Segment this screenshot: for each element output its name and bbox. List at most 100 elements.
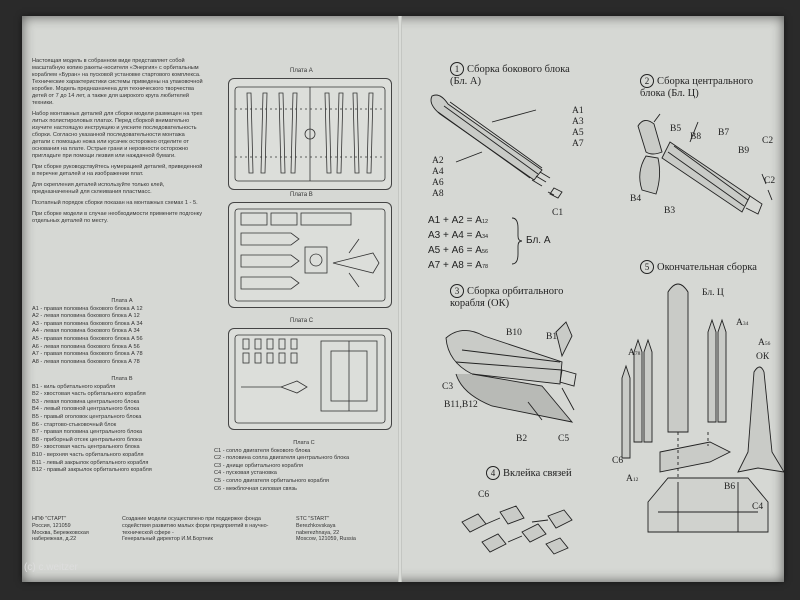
part-label-b4: В4 [630,194,642,204]
footer-line: Москва, Бережковская [32,529,89,536]
part-label: А4 [432,167,444,177]
list-item: С4 - пусковая установка [214,470,277,477]
list-item: А7 - правая половина бокового блока А 78 [32,351,143,358]
part-label-b5: В5 [670,124,682,134]
plate-a-drawing [228,78,392,190]
part-label: А6 [432,178,444,188]
list-item: А4 - левая половина бокового блока А 34 [32,328,140,335]
list-item: С6 - межблочная силовая связь [214,485,297,492]
intro-paragraph: Поэтапный порядок сборки показан на монт… [32,200,198,206]
step-2-text: Сборка центрального блока (Бл. Ц) [640,76,754,99]
step-2-number: 2 [640,74,654,88]
part-label: А5 [572,128,584,138]
part-label-b11-b12: В11,В12 [444,400,478,410]
final-assembly-icon [621,283,785,533]
part-label-a56: А56 [758,338,771,348]
step-4-text: Вклейка связей [503,468,572,479]
parts-list-a: Плата А А1 - правая половина бокового бл… [32,298,212,366]
list-item: С1 - сопло двигателя бокового блока [214,447,311,454]
list-item: С2 - половина сопла двигателя центрально… [214,455,350,462]
part-label-b6: В6 [724,482,736,492]
step-1-left-labels: А2 А4 А6 А8 [432,156,444,200]
part-label: А1 [572,106,584,116]
parts-list-c: Плата С С1 - сопло двигателя бокового бл… [214,440,394,493]
footer-line: Создание модели осуществлено при поддерж… [122,516,269,536]
part-label-c6: С6 [478,490,490,500]
formula-line: А1 + А2 = А12 [428,215,489,226]
footer-line: naberezhnaya, 22 [296,529,340,536]
list-item: В1 - киль орбитального корабля [32,383,116,390]
instruction-sheet: Настоящая модель в собранном виде предст… [22,16,785,582]
footer-line: НПФ "СТАРТ" [32,516,67,522]
list-item: С3 - днище орбитального корабля [214,462,304,469]
part-label: А3 [572,117,584,127]
part-label-b7: В7 [718,128,730,138]
part-label-c4: С4 [752,502,764,512]
list-item: В4 - левый головной центрального блока [32,406,140,413]
orbiter-assembly-icon [445,321,577,423]
formula-line: А5 + А6 = А56 [428,245,489,256]
part-label-b2: В2 [516,434,528,444]
parts-list-a-header: Плата А [111,298,133,304]
footer-address-ru: НПФ "СТАРТ" Россия, 121059 Москва, Береж… [32,516,112,543]
assembly-formula: А1 + А2 = А12 А3 + А4 = А34 А5 + А6 = А5… [428,214,488,274]
part-label-b9: В9 [738,146,750,156]
part-label-a78: А78 [628,348,641,358]
list-item: В9 - хвостовая часть центрального блока [32,444,140,451]
plate-b-sprue-icon [234,208,386,302]
list-item: В8 - приборный отсек центрального блока [32,436,142,443]
part-label-c5: С5 [558,434,570,444]
list-item: А5 - правая половина бокового блока А 56 [32,335,143,342]
list-item: В12 - правый закрылок орбитального кораб… [32,467,152,474]
part-label: А2 [432,156,444,166]
side-block-assembly-icon [430,94,563,199]
step-4-number: 4 [486,466,500,480]
step-3-text: Сборка орбитального корабля (ОК) [450,286,564,309]
intro-paragraph: Набор монтажных деталей для сборки модел… [32,111,203,159]
part-label-ok: ОК [756,352,770,362]
list-item: А8 - левая половина бокового блока А 78 [32,358,140,365]
part-label-c1: С1 [552,208,564,218]
footer-line: Генеральный директор И.М.Бортник [122,536,213,543]
step-1-number: 1 [450,62,464,76]
plate-c-sprue-icon [234,334,386,424]
step-1-right-labels: А1 А3 А5 А7 [572,106,584,150]
part-label-c2: С2 [762,136,774,146]
list-item: А3 - правая половина бокового блока А 34 [32,320,143,327]
parts-list-b-header: Плата В [111,376,133,382]
step-3-number: 3 [450,284,464,298]
part-label: А7 [572,139,584,149]
watermark: (c) c.weitzer [24,562,78,573]
step-5-number: 5 [640,260,654,274]
footer-line: STC "START" [296,516,330,522]
part-label-central-block: Бл. Ц [702,288,724,298]
list-item: В6 - стартово-стыковочный блок [32,421,117,428]
part-label-b10: В10 [506,328,522,338]
intro-paragraph: Для скрепления деталей используйте тольк… [32,182,165,195]
step-1-text: Сборка бокового блока (Бл. А) [450,64,570,87]
list-item: В11 - левый закрылок орбитального корабл… [32,459,149,466]
part-label-a12: А12 [626,474,639,484]
footer-credits: Создание модели осуществлено при поддерж… [122,516,282,543]
list-item: А2 - левая половина бокового блока А 12 [32,313,140,320]
connectors-assembly-icon [461,505,573,555]
part-label-b3: В3 [664,206,676,216]
intro-paragraph: При сборке модели в случае необходимости… [32,211,202,224]
intro-text: Настоящая модель в собранном виде предст… [32,58,204,229]
formula-line: А7 + А8 = А78 [428,260,489,271]
list-item: А6 - левая половина бокового блока А 56 [32,343,140,350]
left-page: Настоящая модель в собранном виде предст… [22,16,398,582]
footer-line: Moscow, 121059, Russia [296,536,356,543]
part-label: А8 [432,189,444,199]
parts-list-c-header: Плата С [293,440,315,446]
list-item: В5 - правый оголовок центрального блока [32,413,142,420]
central-block-assembly-icon [637,113,773,215]
footer-line: набережная, д.22 [32,536,77,543]
plate-a-sprue-icon [234,86,386,182]
plate-b-drawing [228,202,392,308]
